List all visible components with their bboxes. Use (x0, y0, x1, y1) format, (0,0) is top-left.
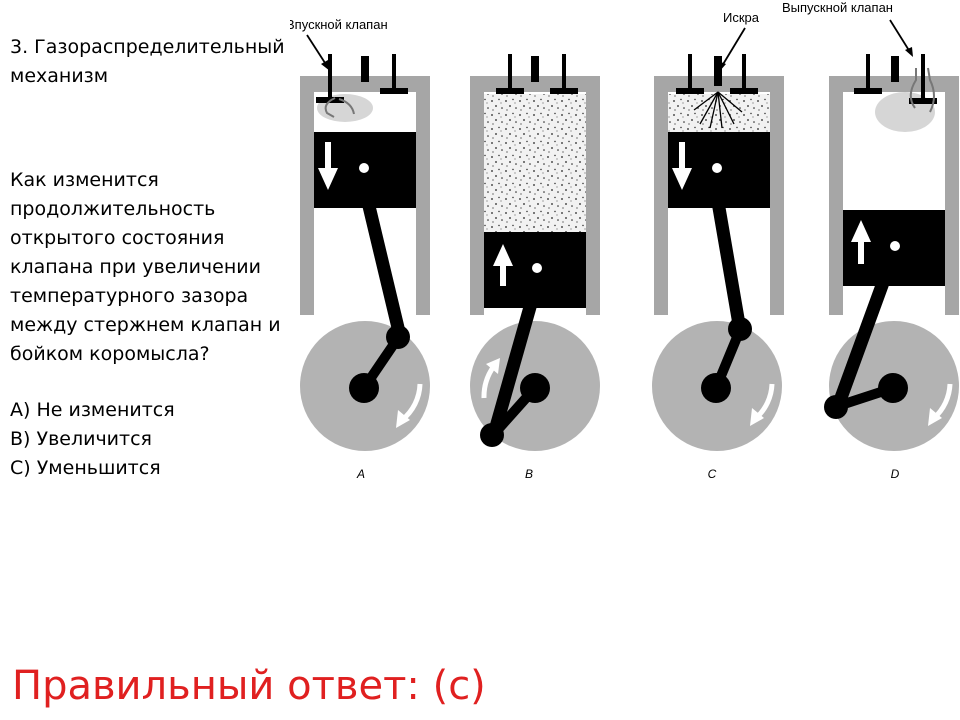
rotation-arrowhead (750, 408, 764, 426)
intake-label-arrow (306, 34, 328, 67)
question-text: Как изменится продолжительность открытог… (10, 169, 281, 365)
spark-plug (714, 56, 722, 86)
spark-plug (531, 56, 539, 82)
spark-plug (361, 56, 369, 82)
piston-pin (890, 241, 900, 251)
cylinder-wall (300, 76, 430, 315)
question-title: 3. Газораспределительный механизм (10, 36, 285, 87)
engine-a: A (300, 54, 430, 481)
spark-burst (693, 91, 743, 129)
intake-valve-label: Впускной клапан (290, 17, 388, 32)
engine-strokes-diagram: Впускной клапан Искра Выпускной клапан A (290, 0, 959, 481)
intake-valve-head (854, 88, 882, 94)
spark-label: Искра (723, 10, 760, 25)
piston-arrow-shaft (500, 264, 506, 286)
crank-center (701, 373, 731, 403)
stroke-label-d: D (891, 467, 900, 481)
piston-arrow-shaft (325, 142, 331, 170)
compressed-mixture (484, 94, 586, 232)
spark-label-arrow (721, 27, 746, 67)
stroke-label-b: B (525, 467, 533, 481)
cylinder-wall (654, 76, 784, 315)
intake-label-arrowhead (321, 60, 330, 71)
rotation-arrowhead (486, 358, 500, 374)
exhaust-label-arrow (889, 19, 911, 53)
intake-valve-head (496, 88, 524, 94)
exhaust-valve-label: Выпускной клапан (782, 0, 893, 15)
engine-d: D (824, 54, 959, 481)
piston-arrow-shaft (679, 142, 685, 170)
rotation-arrowhead (928, 408, 942, 426)
connecting-rod (831, 277, 891, 409)
rotation-arrowhead (396, 410, 410, 428)
option-a: A) Не изменится (10, 399, 175, 421)
stroke-label-a: A (356, 467, 365, 481)
exhaust-label-arrowhead (905, 47, 913, 57)
stroke-label-c: C (708, 467, 717, 481)
piston-arrow-up (493, 244, 513, 266)
crank-center (520, 373, 550, 403)
exhaust-valve-head (550, 88, 578, 94)
crank-pin (386, 325, 410, 349)
cylinder-wall (829, 76, 959, 315)
intake-flow-arrow (324, 97, 336, 118)
cylinder-wall (470, 76, 600, 315)
option-b: B) Увеличится (10, 428, 152, 450)
engine-c: C (652, 54, 784, 481)
exhaust-flow-arrow (909, 68, 917, 109)
answer-options: A) Не изменится B) Увеличится C) Уменьши… (10, 396, 300, 483)
exhaust-valve-head (909, 98, 937, 104)
piston-arrow-up (851, 220, 871, 242)
piston-pin (359, 163, 369, 173)
crank-pin (480, 423, 504, 447)
exhaust-valve-head (730, 88, 758, 94)
option-c: C) Уменьшится (10, 457, 161, 479)
piston-arrow-shaft (858, 240, 864, 264)
exhaust-flow-arrow-2 (927, 67, 935, 113)
correct-answer: Правильный ответ: (c) (12, 663, 486, 709)
crank-pin (728, 317, 752, 341)
piston-pin (532, 263, 542, 273)
piston-pin (712, 163, 722, 173)
intake-flow-arrow-2 (338, 98, 355, 115)
spark-plug (891, 56, 899, 82)
crank-center (349, 373, 379, 403)
connecting-rod (711, 200, 747, 332)
crank-pin (824, 395, 848, 419)
engine-b: B (470, 54, 600, 481)
crank-center (878, 373, 908, 403)
exhaust-valve-head (380, 88, 408, 94)
connecting-rod (487, 298, 539, 436)
piston-arrow-down (672, 168, 692, 190)
connecting-rod (361, 200, 407, 338)
intake-valve-head (676, 88, 704, 94)
piston-arrow-down (318, 168, 338, 190)
